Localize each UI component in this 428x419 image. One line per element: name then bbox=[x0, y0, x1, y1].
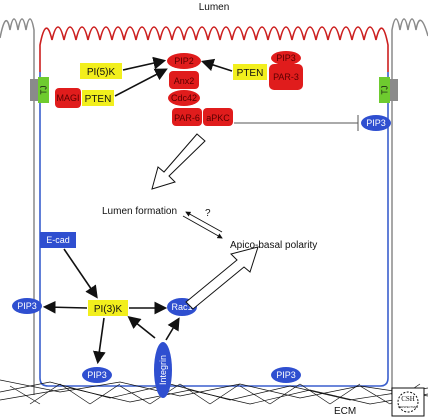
tj-label-right: TJ bbox=[381, 86, 390, 95]
node-pi5k: PI(5)K bbox=[80, 63, 122, 79]
tj-label-left: TJ bbox=[40, 86, 49, 95]
node-cdc42: Cdc42 bbox=[168, 90, 200, 106]
hollow-arrow-to-apico-basal bbox=[185, 246, 259, 310]
arrow-integrin-to-rac1 bbox=[165, 317, 180, 341]
svg-text:aPKC: aPKC bbox=[206, 113, 230, 123]
svg-text:PI(5)K: PI(5)K bbox=[87, 67, 116, 78]
svg-text:PIP3: PIP3 bbox=[17, 301, 37, 311]
inhibition-apkc-pip3 bbox=[234, 115, 359, 131]
svg-text:PAR-3: PAR-3 bbox=[273, 72, 299, 82]
node-apkc: aPKC bbox=[203, 108, 233, 126]
node-pten-left: PTEN bbox=[82, 90, 114, 106]
label-apico-basal: Apico-basal polarity bbox=[230, 240, 317, 251]
arrow-pi3k-to-pip3-left bbox=[42, 300, 88, 314]
node-magi: MAGI bbox=[55, 88, 81, 108]
svg-text:Anx2: Anx2 bbox=[174, 76, 195, 86]
node-pip3-top: PIP3 bbox=[271, 51, 301, 65]
ecm-label: ECM bbox=[334, 406, 356, 417]
node-pip3-left: PIP3 bbox=[12, 298, 42, 314]
svg-text:Rac1: Rac1 bbox=[171, 302, 192, 312]
label-question: ? bbox=[205, 208, 211, 219]
svg-text:PERSPECTIVES: PERSPECTIVES bbox=[398, 405, 418, 409]
ecm-meshwork bbox=[0, 379, 428, 405]
node-pip3-bottom: PIP3 bbox=[82, 367, 112, 383]
svg-text:PTEN: PTEN bbox=[85, 94, 112, 105]
svg-text:PI(3)K: PI(3)K bbox=[94, 304, 123, 315]
svg-text:CSH: CSH bbox=[401, 395, 415, 403]
arrow-pi5k-to-pip2 bbox=[122, 56, 167, 71]
arrow-pten-left-to-pip2 bbox=[114, 68, 168, 97]
svg-text:E-cad: E-cad bbox=[46, 235, 70, 245]
basolateral-membrane bbox=[39, 72, 389, 387]
arrow-ecad-to-pi3k bbox=[63, 248, 98, 299]
svg-text:MAGI: MAGI bbox=[56, 93, 79, 103]
svg-text:PIP3: PIP3 bbox=[87, 370, 107, 380]
svg-text:Cdc42: Cdc42 bbox=[171, 93, 197, 103]
node-pip2: PIP2 bbox=[167, 53, 201, 69]
arrow-pi3k-to-pip3-bottom bbox=[92, 317, 106, 365]
node-pip3-bottom-right: PIP3 bbox=[271, 367, 301, 383]
neighbor-cell-left bbox=[0, 18, 35, 395]
neighbor-cell-right bbox=[391, 18, 428, 395]
node-par3: PAR-3 bbox=[269, 64, 303, 90]
apical-membrane bbox=[39, 26, 389, 72]
node-pten-right: PTEN bbox=[233, 64, 267, 80]
node-par6: PAR-6 bbox=[172, 108, 202, 126]
node-pip3-lateral: PIP3 bbox=[361, 115, 391, 131]
svg-text:PIP2: PIP2 bbox=[174, 56, 194, 66]
svg-text:PTEN: PTEN bbox=[237, 68, 264, 79]
hollow-arrow-to-lumen-formation bbox=[151, 133, 206, 190]
arrows bbox=[42, 56, 233, 365]
node-anx2: Anx2 bbox=[169, 71, 199, 89]
arrow-integrin-to-pi3k bbox=[127, 316, 156, 339]
double-arrow-lumen-polarity bbox=[182, 211, 223, 239]
node-ecad: E-cad bbox=[40, 232, 76, 248]
tight-junction-left: TJ bbox=[30, 77, 49, 103]
svg-text:PIP3: PIP3 bbox=[366, 118, 386, 128]
svg-text:PIP3: PIP3 bbox=[276, 53, 296, 63]
svg-text:PAR-6: PAR-6 bbox=[174, 113, 200, 123]
lumen-title: Lumen bbox=[199, 2, 230, 13]
svg-text:PIP3: PIP3 bbox=[276, 370, 296, 380]
tight-junction-right: TJ bbox=[379, 77, 398, 103]
svg-text:Integrin: Integrin bbox=[158, 355, 168, 385]
arrow-pten-right-to-pip2 bbox=[200, 58, 233, 72]
node-pi3k: PI(3)K bbox=[88, 300, 128, 316]
node-integrin: Integrin bbox=[154, 342, 172, 398]
label-lumen-formation: Lumen formation bbox=[102, 206, 177, 217]
cshl-logo: CSH PERSPECTIVES bbox=[391, 387, 425, 417]
